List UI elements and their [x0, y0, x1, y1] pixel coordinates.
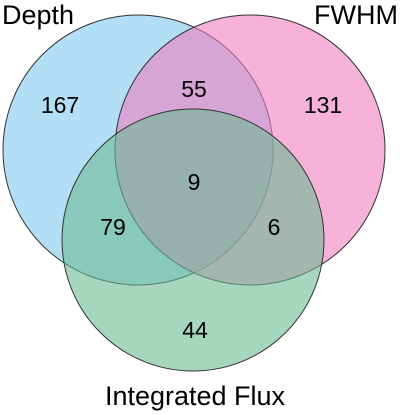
fwhm-only-count: 131	[304, 92, 342, 118]
fwhm-flux-count: 6	[268, 214, 281, 240]
all-three-count: 9	[188, 169, 201, 195]
depth-flux-count: 79	[100, 214, 126, 240]
depth-fwhm-count: 55	[181, 76, 207, 102]
flux-only-count: 44	[182, 317, 208, 343]
depth-label: Depth	[2, 0, 74, 30]
integrated-flux-circle	[61, 108, 325, 372]
depth-only-count: 167	[41, 92, 79, 118]
fwhm-label: FWHM	[314, 0, 398, 30]
integrated-flux-label: Integrated Flux	[105, 381, 286, 411]
